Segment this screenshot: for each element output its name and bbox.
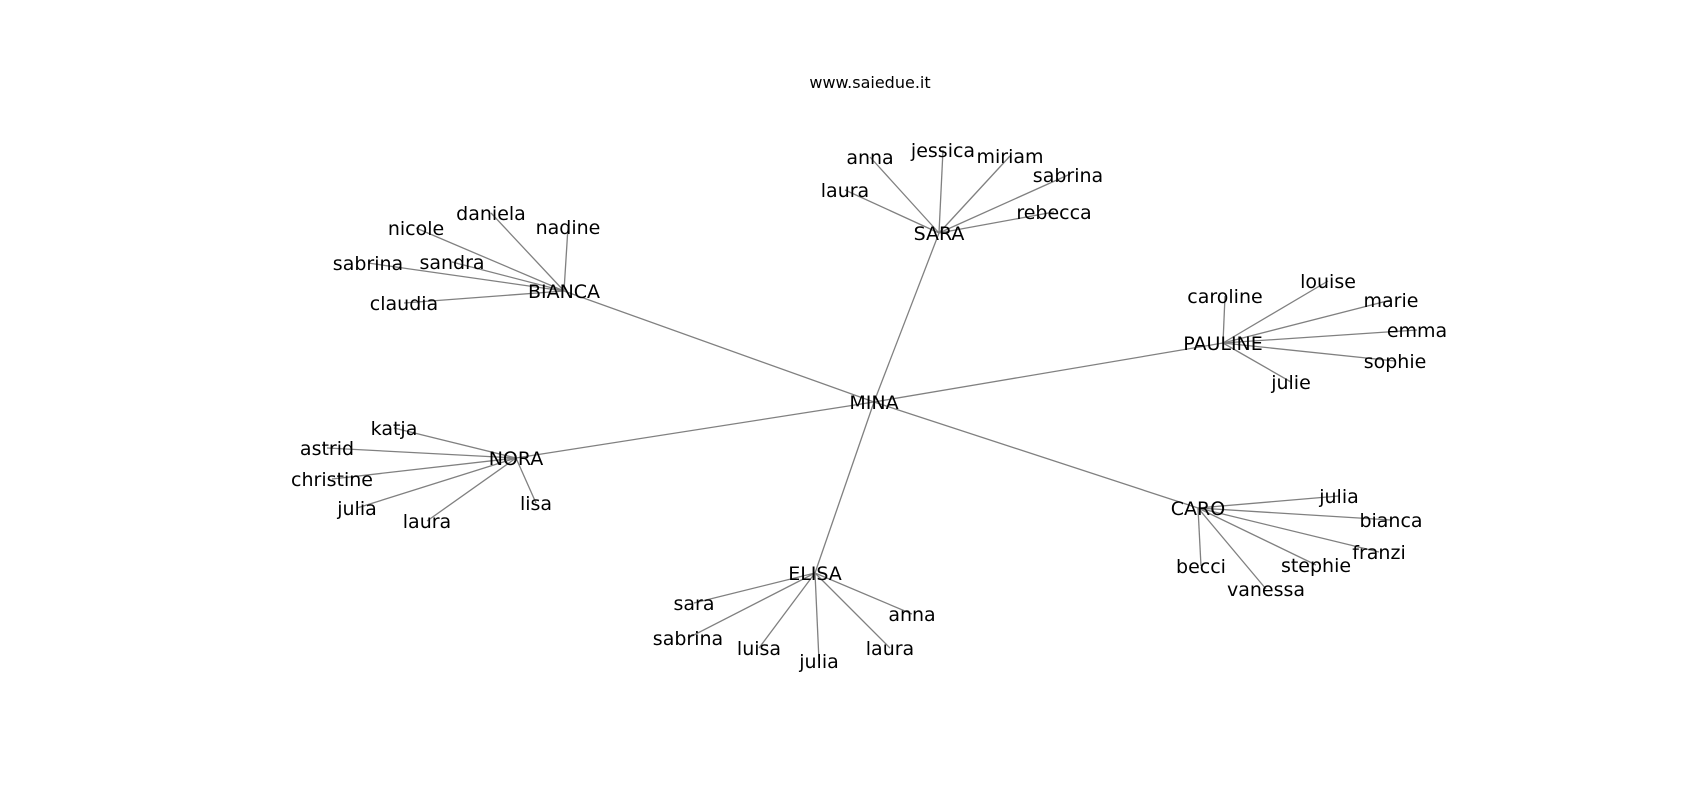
edge-hub-leaf bbox=[814, 572, 820, 662]
edge-hub-leaf bbox=[1197, 507, 1267, 590]
leaf-node-label: laura bbox=[403, 511, 451, 533]
hub-node-label: SARA bbox=[914, 223, 965, 245]
edge-hub-leaf bbox=[563, 226, 569, 292]
leaf-node-label: stephie bbox=[1281, 555, 1351, 577]
edge-hub-leaf bbox=[326, 447, 517, 459]
leaf-node-label: louise bbox=[1300, 271, 1356, 293]
leaf-node-label: vanessa bbox=[1227, 579, 1305, 601]
edge-hub-leaf bbox=[938, 149, 944, 234]
leaf-node-label: nadine bbox=[536, 217, 601, 239]
edge-hub-leaf bbox=[367, 262, 565, 292]
edge-root-hub bbox=[873, 232, 940, 403]
edge-root-hub bbox=[563, 290, 875, 403]
leaf-node-label: sabrina bbox=[653, 628, 723, 650]
leaf-node-label: anna bbox=[846, 147, 893, 169]
edge-hub-leaf bbox=[1197, 495, 1340, 509]
leaf-node-label: christine bbox=[291, 469, 373, 491]
leaf-node-label: bianca bbox=[1359, 510, 1422, 532]
edge-hub-leaf bbox=[1222, 295, 1226, 344]
leaf-node-label: julia bbox=[798, 651, 839, 673]
hub-node-label: CARO bbox=[1171, 498, 1225, 520]
edge-hub-leaf bbox=[356, 457, 517, 509]
hub-node-label: BIANCA bbox=[528, 281, 600, 303]
leaf-node-label: julia bbox=[1318, 486, 1359, 508]
leaf-node-label: sara bbox=[674, 593, 715, 615]
edge-hub-leaf bbox=[331, 457, 517, 480]
hub-node-label: PAULINE bbox=[1183, 333, 1263, 355]
leaf-node-label: emma bbox=[1387, 320, 1447, 342]
leaf-node-label: sophie bbox=[1364, 351, 1427, 373]
edge-hub-leaf bbox=[814, 572, 891, 649]
leaf-node-label: sabrina bbox=[333, 253, 403, 275]
site-title: www.saiedue.it bbox=[809, 73, 930, 92]
edge-root-hub bbox=[515, 401, 875, 459]
edge-hub-leaf bbox=[1197, 507, 1202, 567]
edges-layer bbox=[326, 149, 1418, 662]
edge-hub-leaf bbox=[687, 572, 816, 639]
leaf-node-label: daniela bbox=[456, 203, 526, 225]
edge-hub-leaf bbox=[393, 427, 517, 459]
leaf-node-label: caroline bbox=[1187, 286, 1262, 308]
leaf-node-label: luisa bbox=[737, 638, 781, 660]
leaf-node-label: sabrina bbox=[1033, 165, 1103, 187]
edge-hub-leaf bbox=[844, 189, 940, 234]
leaf-node-label: miriam bbox=[976, 146, 1043, 168]
edge-root-hub bbox=[814, 401, 875, 574]
edge-root-hub bbox=[873, 401, 1199, 509]
edge-root-hub bbox=[873, 342, 1224, 403]
hub-node-label: NORA bbox=[489, 448, 544, 470]
edge-hub-leaf bbox=[1197, 507, 1392, 521]
edge-hub-leaf bbox=[426, 457, 517, 522]
root-node-label: MINA bbox=[849, 392, 898, 414]
leaf-node-label: claudia bbox=[370, 293, 438, 315]
leaf-node-label: franzi bbox=[1352, 542, 1405, 564]
edge-hub-leaf bbox=[1222, 280, 1329, 344]
leaf-node-label: lisa bbox=[520, 493, 552, 515]
leaf-node-label: rebecca bbox=[1016, 202, 1091, 224]
edge-hub-leaf bbox=[1222, 299, 1392, 344]
edge-hub-leaf bbox=[869, 156, 940, 234]
leaf-node-label: sandra bbox=[419, 252, 484, 274]
edge-hub-leaf bbox=[1222, 329, 1418, 344]
leaf-node-label: julie bbox=[1270, 372, 1311, 394]
edge-hub-leaf bbox=[490, 212, 565, 292]
leaf-node-label: becci bbox=[1176, 556, 1226, 578]
edge-hub-leaf bbox=[1197, 507, 1380, 553]
leaf-node-label: laura bbox=[821, 180, 869, 202]
leaf-node-label: anna bbox=[888, 604, 935, 626]
leaf-node-label: jessica bbox=[910, 140, 975, 162]
leaf-node-label: katja bbox=[371, 418, 418, 440]
leaf-node-label: nicole bbox=[388, 218, 444, 240]
edge-hub-leaf bbox=[938, 155, 1011, 234]
edge-hub-leaf bbox=[814, 572, 913, 615]
edge-hub-leaf bbox=[938, 174, 1069, 234]
edge-hub-leaf bbox=[451, 261, 565, 292]
edge-hub-leaf bbox=[515, 457, 537, 504]
edge-hub-leaf bbox=[693, 572, 816, 604]
edge-hub-leaf bbox=[403, 290, 565, 304]
edge-hub-leaf bbox=[1222, 342, 1292, 383]
leaf-node-label: astrid bbox=[300, 438, 354, 460]
edge-hub-leaf bbox=[1197, 507, 1317, 566]
leaf-node-label: marie bbox=[1364, 290, 1419, 312]
edge-hub-leaf bbox=[1222, 342, 1396, 362]
hub-node-label: ELISA bbox=[788, 563, 842, 585]
edge-hub-leaf bbox=[415, 227, 565, 292]
edge-hub-leaf bbox=[758, 572, 816, 649]
leaf-node-label: julia bbox=[336, 498, 377, 520]
leaf-node-label: laura bbox=[866, 638, 914, 660]
edge-hub-leaf bbox=[938, 211, 1055, 234]
